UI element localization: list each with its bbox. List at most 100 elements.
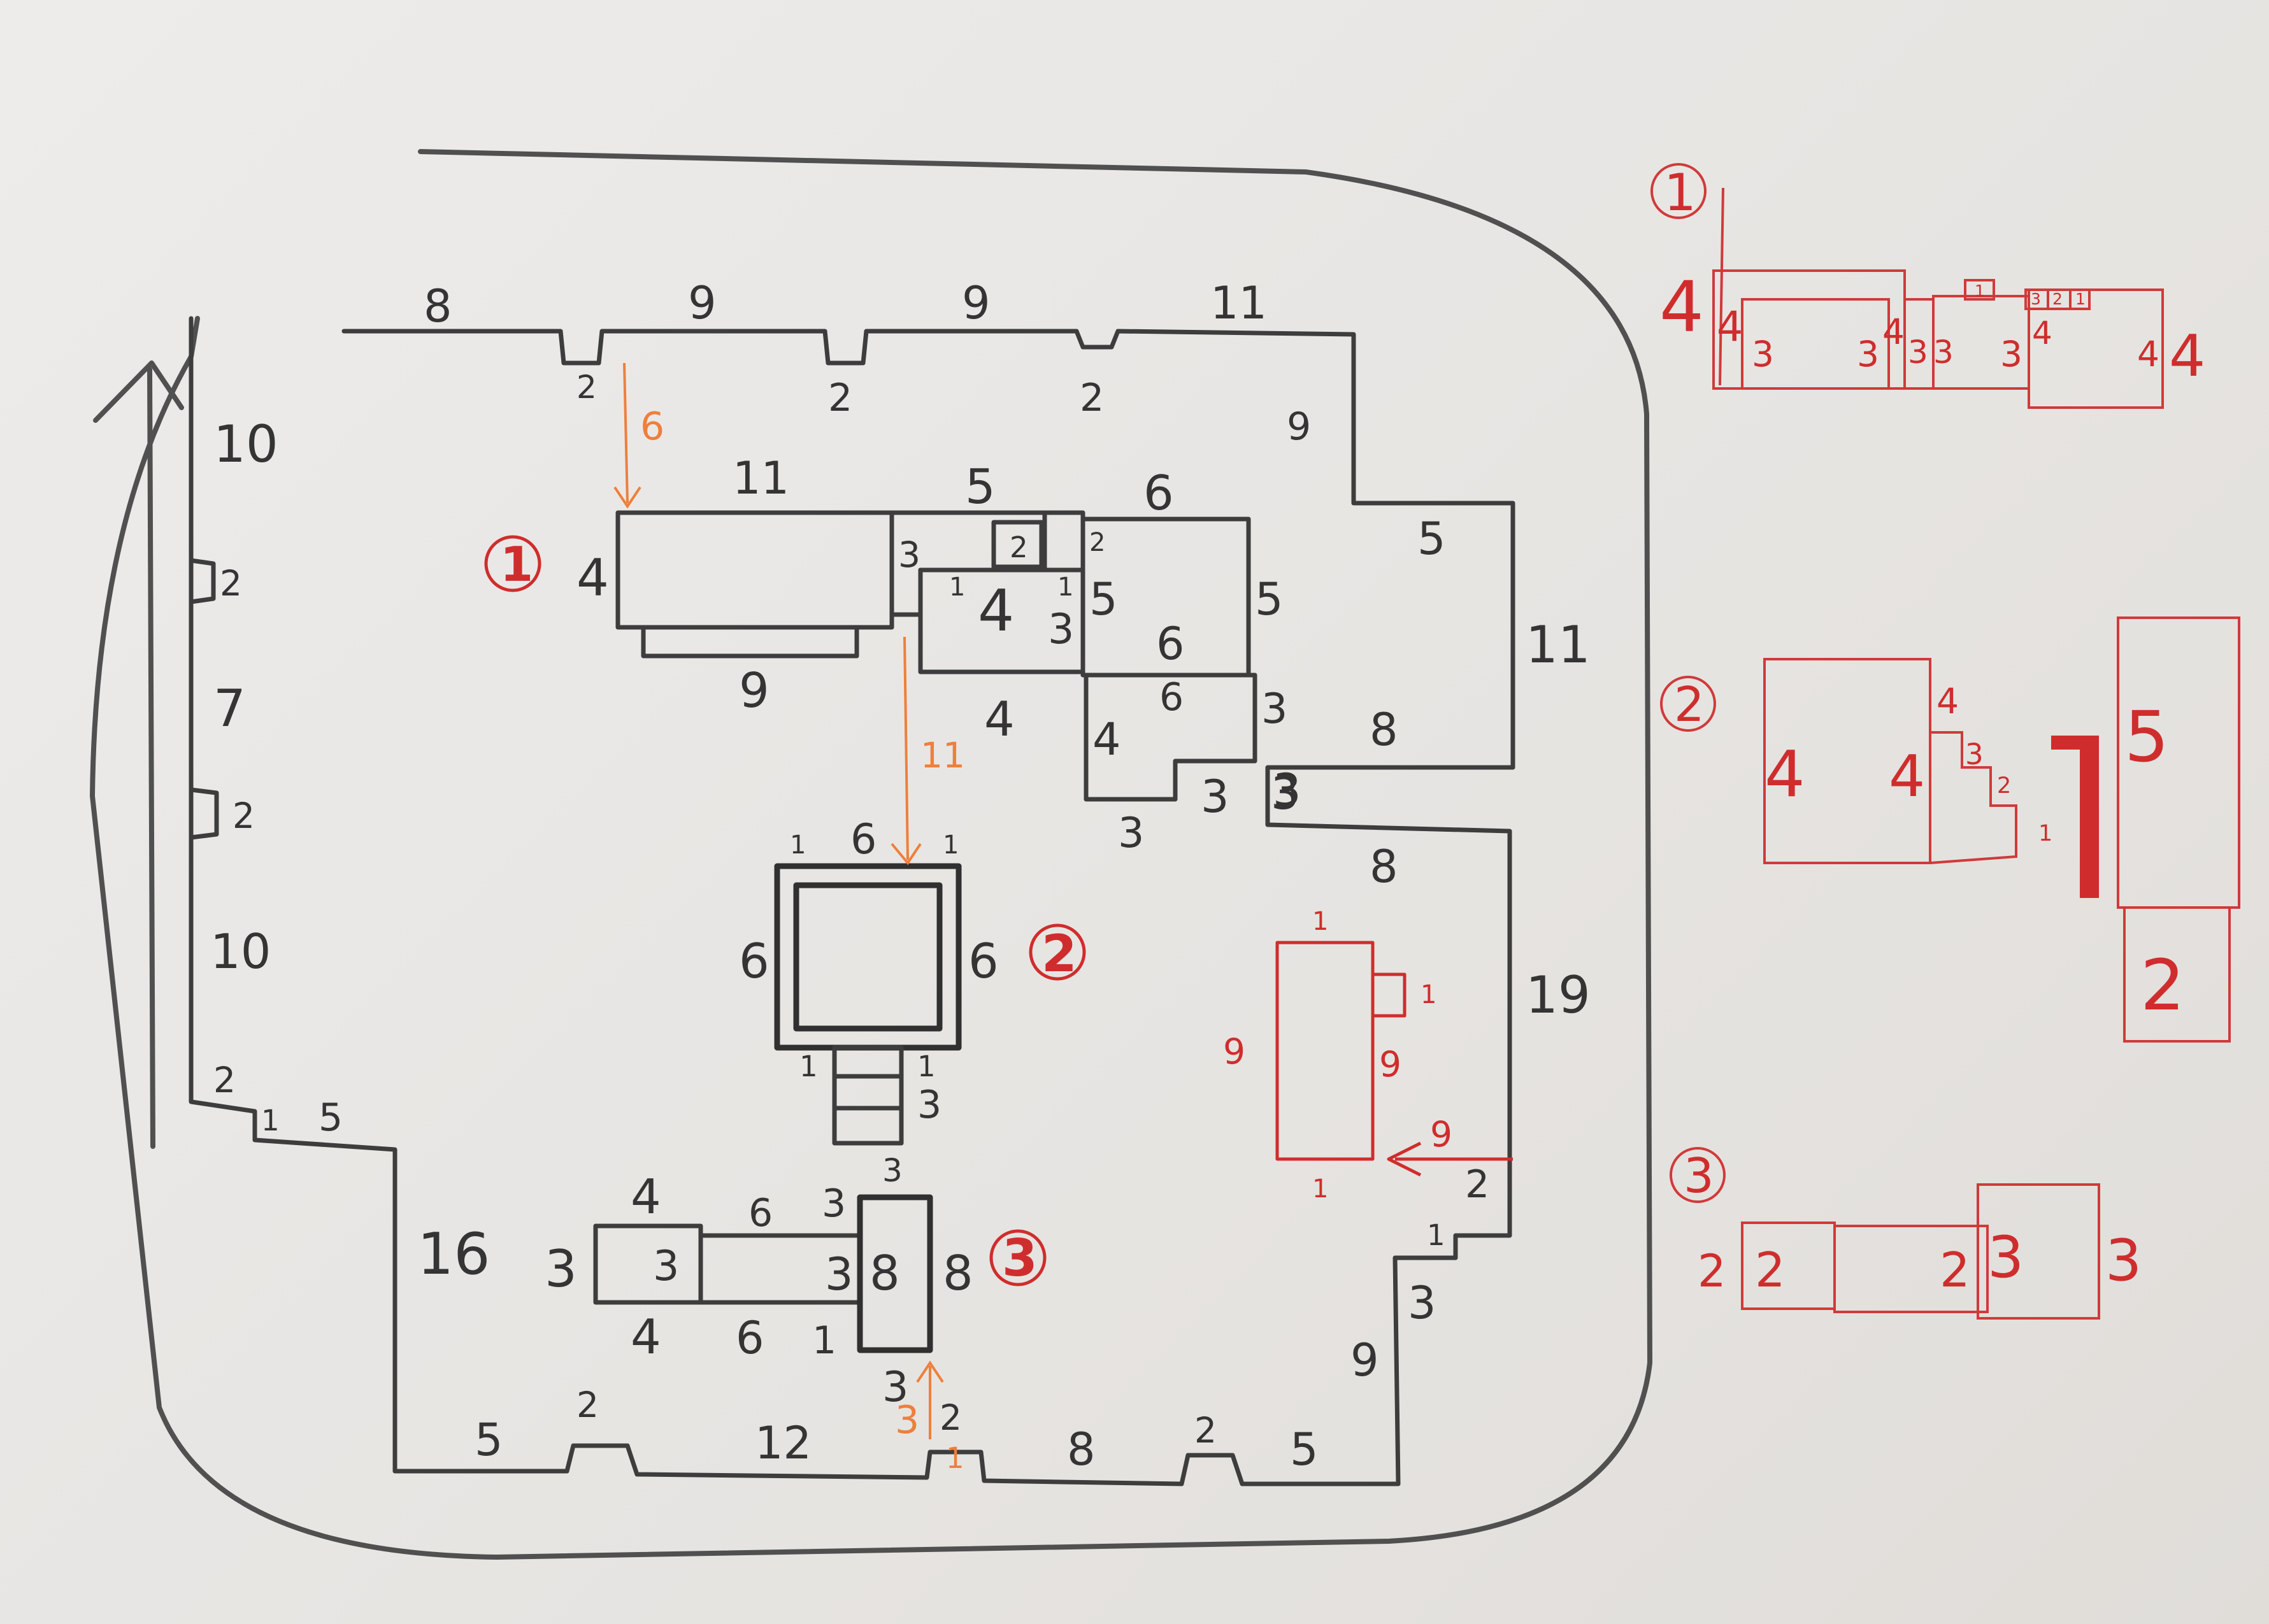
legend2-tall-bottom: 2 (2140, 944, 2185, 1026)
legend1-side: 4 (1659, 266, 1704, 348)
room2-left: 6 (739, 933, 769, 989)
top-wall-seg3: 9 (962, 277, 991, 329)
legend3-diagram (1741, 1183, 2100, 1320)
room1-small-box-label: 2 (1010, 531, 1028, 564)
right-wall-notch: 2 (1465, 1162, 1489, 1207)
room3-right-side: 8 (943, 1245, 973, 1301)
arrow-room1-to-room2-label: 11 (920, 735, 965, 776)
room1-lower-step: 3 (1201, 771, 1229, 823)
legend2-tall-top: 5 (2124, 696, 2169, 778)
legend3-inner-right: 2 (1940, 1242, 1970, 1298)
right-wall-step1: 1 (1427, 1218, 1445, 1252)
room3-left-side: 3 (545, 1239, 577, 1299)
room3-right-top: 3 (822, 1181, 846, 1226)
right-wall-corridor-bottom: 8 (1370, 841, 1398, 893)
right-wall-lower-side: 19 (1526, 965, 1591, 1025)
svg-text:2: 2 (1674, 676, 1705, 732)
room1-under-strip (641, 625, 859, 659)
right-wall-upper-side: 11 (1526, 615, 1591, 674)
left-wall-step: 1 (261, 1104, 280, 1137)
room3-middle-right: 3 (825, 1248, 854, 1300)
right-wall-lower-drop: 9 (1350, 1334, 1379, 1386)
left-wall-seg3: 10 (210, 923, 271, 979)
room3-middle-bottom: 6 (736, 1312, 764, 1364)
room1-right-mid: 6 (1156, 618, 1185, 670)
legend1-f: 3 (1933, 334, 1954, 371)
bottom-wall-notch1: 2 (576, 1385, 599, 1425)
right-wall-step2: 3 (1408, 1277, 1436, 1329)
bottom-wall-seg3: 8 (1067, 1423, 1096, 1476)
svg-text:1: 1 (1664, 163, 1696, 222)
room2-badge: 2 (1029, 923, 1086, 983)
room1-lower-block (1084, 673, 1257, 802)
room3-left-bottom: 4 (631, 1309, 661, 1365)
legend1-h: 4 (2032, 315, 2052, 352)
room1-lower-left: 4 (1092, 713, 1121, 766)
room3-badge: 3 (989, 1229, 1047, 1288)
legend1-c: 3 (1857, 334, 1879, 374)
legend2-top-right: 4 (1936, 681, 1959, 722)
bottom-wall-seg2: 12 (755, 1417, 812, 1469)
room3-right-box (857, 1194, 933, 1353)
left-wall-corner: 2 (213, 1060, 236, 1100)
legend1-small1: 1 (1975, 281, 1985, 300)
arrow-room1-to-room2 (903, 636, 909, 860)
legend3-box: 3 (1987, 1224, 2024, 1291)
room1-link-top: 5 (965, 459, 996, 515)
right-wall-corridor-top: 8 (1370, 704, 1398, 756)
legend2-diagram (1763, 616, 2240, 1043)
room1-badge: 1 (484, 535, 541, 592)
room1-right-top: 6 (1143, 465, 1174, 521)
room3-below: 3 (882, 1364, 908, 1411)
room1-inner-side: 3 (1048, 606, 1074, 653)
table-right: 9 (1379, 1044, 1401, 1085)
left-wall-notch2: 2 (233, 795, 255, 836)
legend1-badge: 1 (1650, 163, 1707, 222)
top-wall-notch1: 2 (576, 369, 597, 406)
room2-stair-right-2: 3 (917, 1083, 941, 1127)
arrow-right-to-table-label: 9 (1430, 1114, 1452, 1155)
bottom-wall-notch2: 2 (940, 1397, 962, 1438)
table-left: 9 (1223, 1031, 1245, 1072)
table-side-box (1371, 972, 1406, 1018)
arrow-bottom-to-room3-label: 3 (895, 1398, 919, 1442)
arrow-top-to-room1 (623, 362, 629, 504)
room3-right-inner: 8 (870, 1245, 900, 1301)
legend2-step1: 3 (1965, 737, 1984, 771)
outer-boundary (90, 149, 1652, 1560)
legend3-left: 2 (1698, 1245, 1726, 1297)
left-wall-notch1: 2 (220, 563, 242, 604)
room3-left-box (593, 1223, 703, 1305)
room1-right-right: 5 (1255, 573, 1284, 625)
legend1-g: 3 (2000, 334, 2022, 374)
legend2-step3: 1 (2038, 821, 2052, 846)
room1-lower-bottom: 3 (1118, 809, 1144, 857)
legend1-e: 3 (1908, 334, 1928, 371)
table-top: 1 (1312, 907, 1328, 936)
left-wall-notch-1 (189, 558, 216, 604)
legend2-big: 7 (2083, 825, 2085, 829)
room1-inner-right: 1 (1057, 573, 1073, 602)
legend2-bar (2080, 739, 2099, 898)
right-wall-ledge: 5 (1417, 513, 1446, 565)
legend1-diagram (1712, 187, 2164, 409)
right-wall-upper-drop: 9 (1287, 404, 1311, 449)
room3-middle-top: 6 (748, 1191, 773, 1236)
legend1-b: 3 (1752, 334, 1774, 374)
legend2-right: 4 (1889, 743, 1925, 810)
top-wall-seg4: 11 (1210, 277, 1267, 329)
room1-width: 11 (733, 452, 789, 504)
legend1-d: 4 (1882, 311, 1905, 352)
arrow-top-to-room1-label: 6 (640, 404, 664, 449)
room2-stair-left: 1 (799, 1050, 818, 1083)
room1-link-side: 3 (898, 534, 920, 575)
room1-height: 4 (576, 548, 609, 608)
left-wall-lower-side: 16 (417, 1221, 490, 1288)
room2-top: 6 (850, 816, 877, 864)
bottom-wall-seg4: 5 (1290, 1423, 1319, 1476)
legend1-small2: 3 (2031, 290, 2041, 308)
room1-inner-width: 4 (978, 578, 1014, 645)
room2-outer-square (774, 863, 962, 1051)
